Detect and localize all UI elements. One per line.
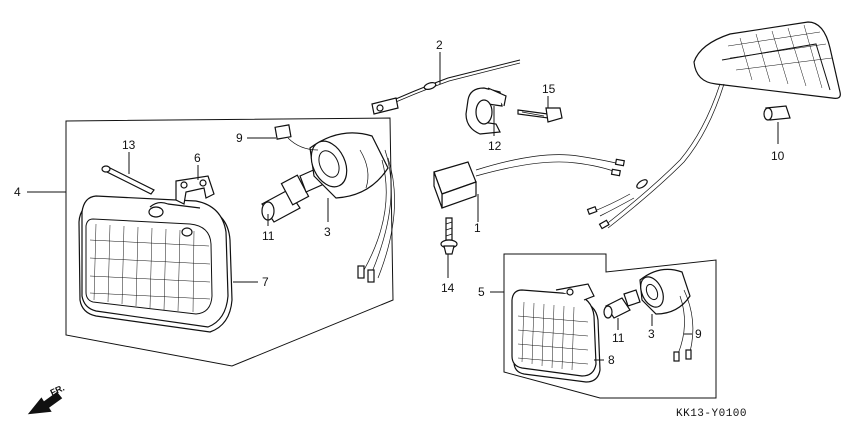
connector-left <box>274 124 319 151</box>
socket-cover-right <box>639 268 691 315</box>
callout-2: 2 <box>436 38 443 52</box>
wire-harness-part-2 <box>371 59 521 115</box>
callout-8: 8 <box>608 353 615 367</box>
bracket-part-6 <box>175 175 215 205</box>
front-direction-arrow: FR. <box>27 383 66 415</box>
screw-part-14 <box>440 217 458 255</box>
callout-4: 4 <box>14 185 21 199</box>
callout-10: 10 <box>771 149 785 163</box>
wires-right <box>673 289 694 362</box>
headlight-unit-left <box>78 195 233 333</box>
small-bulb-part-10 <box>763 105 791 121</box>
callout-11-right: 11 <box>612 331 625 345</box>
lens-grid-right <box>517 301 589 371</box>
lens-grid-left <box>89 223 211 313</box>
callout-5: 5 <box>478 285 485 299</box>
callout-3-left: 3 <box>324 225 331 239</box>
callout-3-right: 3 <box>648 327 655 341</box>
callout-13: 13 <box>122 138 136 152</box>
callout-labels: 2 15 12 4 13 6 9 11 3 1 10 14 7 5 8 11 3… <box>14 38 785 367</box>
front-arrow-label: FR. <box>49 383 66 398</box>
callout-1: 1 <box>474 221 481 235</box>
callout-9-left: 9 <box>236 131 243 145</box>
bolt-part-15 <box>517 107 563 123</box>
wires-left <box>357 149 395 283</box>
callout-12: 12 <box>488 139 502 153</box>
headlight-unit-right <box>511 283 601 383</box>
pin-part-13 <box>101 165 155 195</box>
leader-lines <box>27 52 779 361</box>
bulb-right <box>603 289 641 319</box>
tail-light-lens <box>586 21 841 230</box>
callout-11-left: 11 <box>262 229 275 243</box>
assembly-frame-right <box>503 253 717 399</box>
clamp-part-12 <box>465 87 507 135</box>
socket-cover-left <box>309 132 389 199</box>
assembly-frame-left <box>65 117 394 367</box>
relay-part-1 <box>433 154 625 209</box>
diagram-code: KK13-Y0100 <box>676 408 747 420</box>
callout-7: 7 <box>262 275 269 289</box>
callout-6: 6 <box>194 151 201 165</box>
callout-9-right: 9 <box>695 327 702 341</box>
callout-14: 14 <box>441 281 455 295</box>
callout-15: 15 <box>542 82 556 96</box>
